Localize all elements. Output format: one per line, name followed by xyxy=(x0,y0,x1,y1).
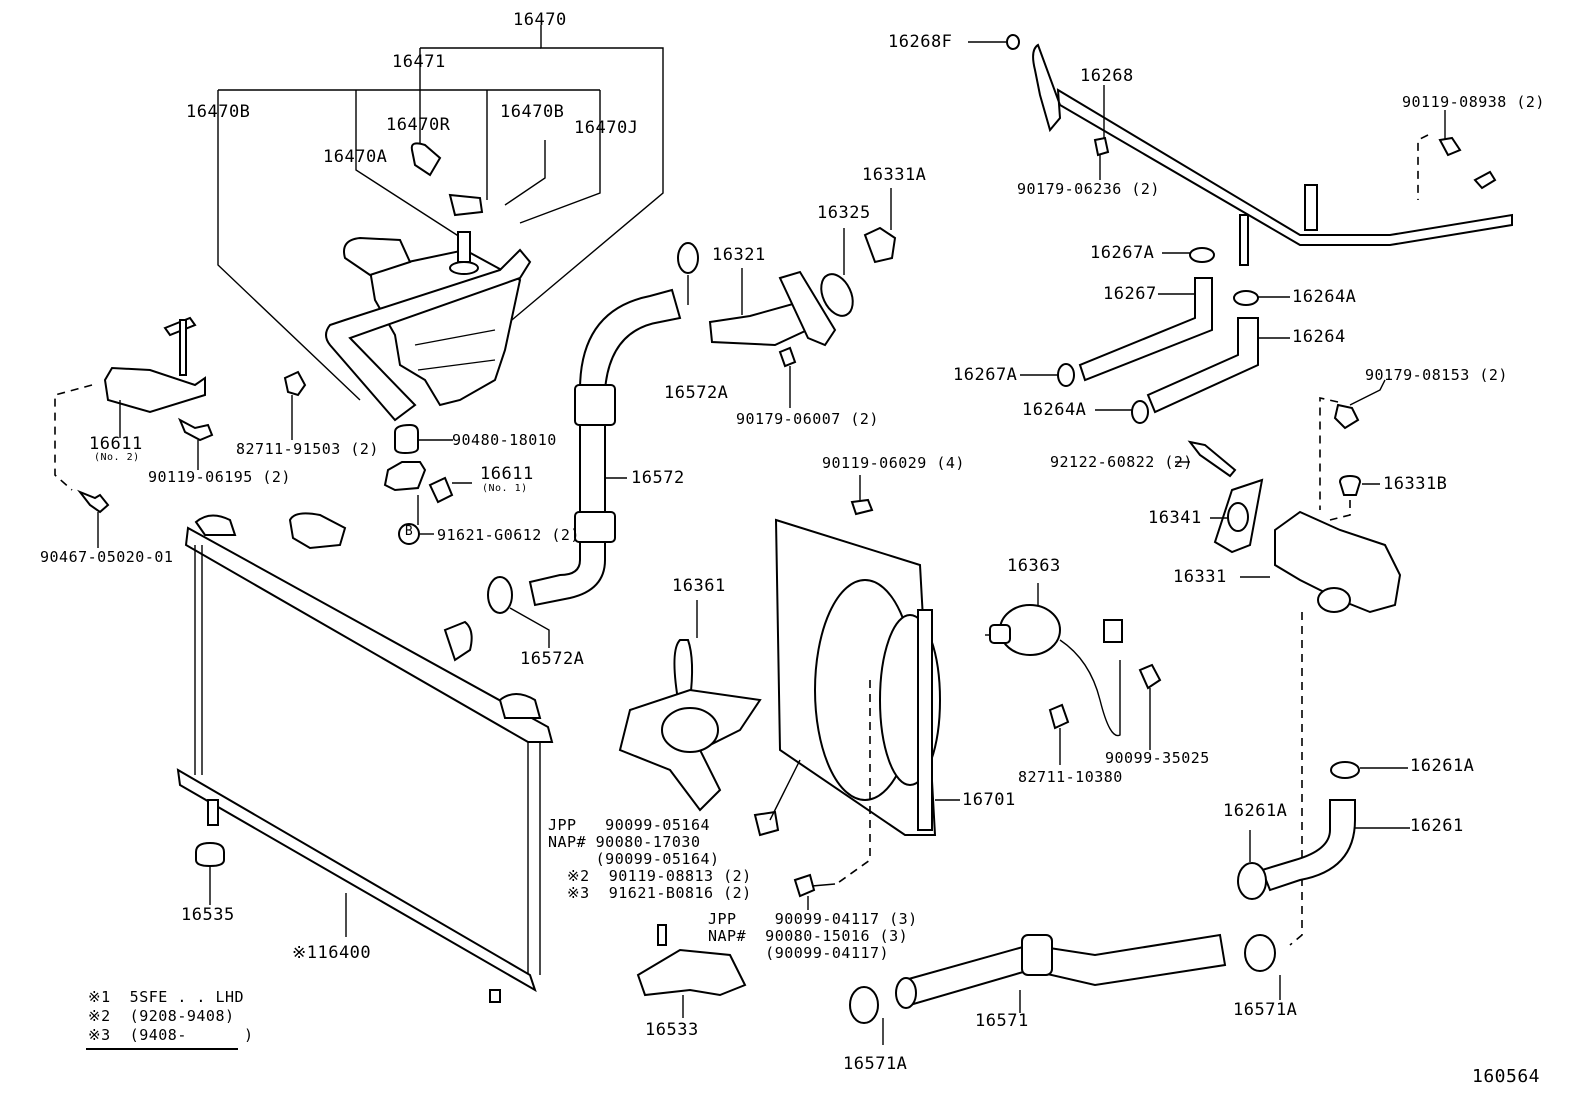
fan-bolt-block: JPP 90099-05164 NAP# 90080-17030 (90099-… xyxy=(548,818,752,901)
label-90480-18010: 90480-18010 xyxy=(452,431,557,449)
label-16572A-bottom: 16572A xyxy=(520,649,585,669)
label-16325: 16325 xyxy=(817,203,871,223)
label-16470B-right: 16470B xyxy=(500,102,565,122)
water-inlet-assembly xyxy=(708,188,897,408)
fan-bolt-line-3: (90099-05164) xyxy=(548,850,720,868)
lower-radiator-hose xyxy=(849,933,1281,1045)
label-16571A-left: 16571A xyxy=(843,1054,908,1074)
legend: ※1 5SFE . . LHD ※2 (9208-9408) ※3 (9408-… xyxy=(88,990,254,1043)
figure-id: 160564 xyxy=(1472,1066,1541,1087)
label-16572A-top: 16572A xyxy=(664,383,729,403)
label-90467-05020-01: 90467-05020-01 xyxy=(40,548,174,566)
water-bypass-pipe xyxy=(968,34,1513,266)
water-outlet-assembly xyxy=(1175,379,1402,946)
fan-bolt-line-1: JPP 90099-05164 xyxy=(548,816,711,834)
label-16471: 16471 xyxy=(392,52,446,72)
label-90119-06029: 90119-06029 (4) xyxy=(822,454,965,472)
label-16331: 16331 xyxy=(1173,567,1227,587)
label-90099-35025: 90099-35025 xyxy=(1105,749,1210,767)
label-16535: 16535 xyxy=(181,905,235,925)
label-90179-06007: 90179-06007 (2) xyxy=(736,410,879,428)
label-92122-60822: 92122-60822 (2) xyxy=(1050,453,1193,471)
heater-hoses xyxy=(1020,247,1290,424)
shroud-bolt-line-1: JPP 90099-04117 (3) xyxy=(708,910,918,928)
label-16264A-left: 16264A xyxy=(1022,400,1087,420)
fan-bolt-line-4: ※2 90119-08813 (2) xyxy=(548,867,752,885)
label-16611-no1-note: (No. 1) xyxy=(482,483,528,494)
badge-b: B xyxy=(404,524,414,539)
label-16571: 16571 xyxy=(975,1011,1029,1031)
radiator-support-bracket xyxy=(636,924,747,1018)
label-90119-08938: 90119-08938 (2) xyxy=(1402,93,1545,111)
label-16261A-left: 16261A xyxy=(1223,801,1288,821)
label-16361: 16361 xyxy=(672,576,726,596)
reservoir-tank xyxy=(325,142,532,422)
legend-line-3: ※3 (9408- ) xyxy=(88,1026,254,1044)
label-16341: 16341 xyxy=(1148,508,1202,528)
label-16571A-right: 16571A xyxy=(1233,1000,1298,1020)
label-16470: 16470 xyxy=(513,10,567,30)
label-16261: 16261 xyxy=(1410,816,1464,836)
fan-shroud xyxy=(753,475,960,910)
bypass-hose xyxy=(1237,761,1410,900)
upper-radiator-hose xyxy=(487,242,699,648)
label-16267: 16267 xyxy=(1103,284,1157,304)
shroud-bolt-line-3: (90099-04117) xyxy=(708,944,890,962)
label-16611-no2-note: (No. 2) xyxy=(94,452,140,463)
label-16264: 16264 xyxy=(1292,327,1346,347)
label-16611-no1: 16611 xyxy=(480,464,534,484)
label-16321: 16321 xyxy=(712,245,766,265)
label-16470R: 16470R xyxy=(386,115,451,135)
label-91621-G0612: 91621-G0612 (2) xyxy=(437,526,580,544)
label-82711-10380: 82711-10380 xyxy=(1018,768,1123,786)
legend-underline xyxy=(86,1048,238,1050)
label-16572: 16572 xyxy=(631,468,685,488)
label-16261A-right: 16261A xyxy=(1410,756,1475,776)
label-16267A-left: 16267A xyxy=(953,365,1018,385)
label-16267A-top: 16267A xyxy=(1090,243,1155,263)
fan-bolt-line-5: ※3 91621-B0816 (2) xyxy=(548,884,752,902)
label-16268: 16268 xyxy=(1080,66,1134,86)
label-16331A: 16331A xyxy=(862,165,927,185)
label-16701: 16701 xyxy=(962,790,1016,810)
label-90179-06236: 90179-06236 (2) xyxy=(1017,180,1160,198)
legend-line-1: ※1 5SFE . . LHD xyxy=(88,988,245,1006)
label-16470B-left: 16470B xyxy=(186,102,251,122)
label-16470J: 16470J xyxy=(574,118,639,138)
radiator xyxy=(176,512,554,1003)
cooling-fan xyxy=(618,600,762,812)
shroud-bolt-line-2: NAP# 90080-15016 (3) xyxy=(708,927,909,945)
fan-bolt-line-2: NAP# 90080-17030 xyxy=(548,833,701,851)
legend-line-2: ※2 (9208-9408) xyxy=(88,1007,235,1025)
label-16533: 16533 xyxy=(645,1020,699,1040)
label-16611-no2: 16611 xyxy=(89,434,143,454)
label-16470A: 16470A xyxy=(323,147,388,167)
label-90179-08153: 90179-08153 (2) xyxy=(1365,366,1508,384)
bracket-no2 xyxy=(54,316,206,491)
label-16331B: 16331B xyxy=(1383,474,1448,494)
reservoir-group-bracket xyxy=(217,25,664,401)
label-16264A-right: 16264A xyxy=(1292,287,1357,307)
label-16363: 16363 xyxy=(1007,556,1061,576)
small-fasteners-left xyxy=(76,370,472,548)
label-16268F: 16268F xyxy=(888,32,953,52)
shroud-bolt-block: JPP 90099-04117 (3) NAP# 90080-15016 (3)… xyxy=(708,912,918,961)
label-90119-06195: 90119-06195 (2) xyxy=(148,468,291,486)
fan-motor xyxy=(985,583,1162,765)
label-82711-91503: 82711-91503 (2) xyxy=(236,440,379,458)
label-16400: ※116400 xyxy=(292,943,372,963)
